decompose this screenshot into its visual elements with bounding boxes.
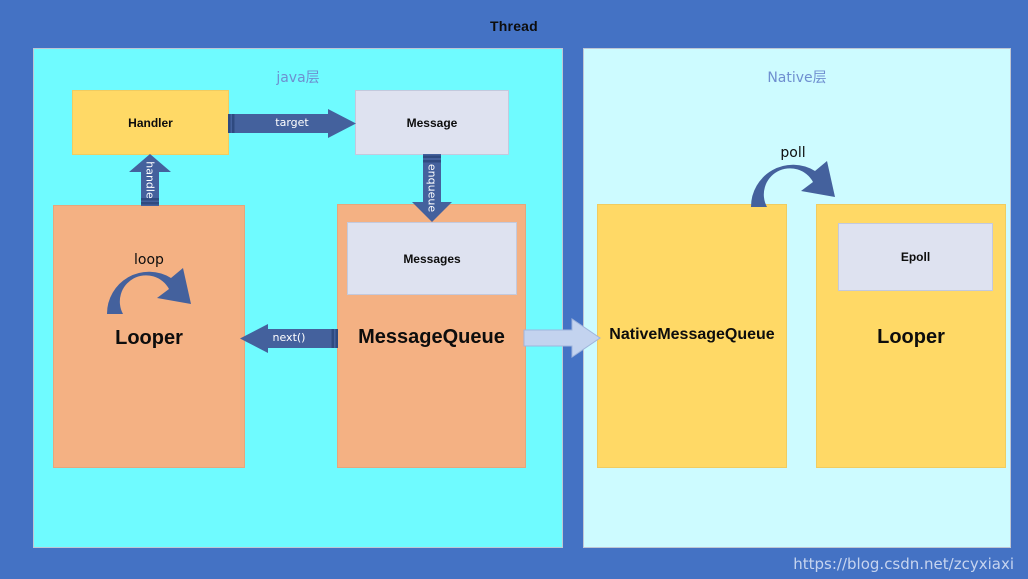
edge-poll-label: poll: [780, 145, 806, 161]
edge-poll-arrow-icon: poll: [745, 145, 841, 207]
node-native-message-queue-label: NativeMessageQueue: [609, 326, 775, 343]
java-layer-label: java层: [276, 70, 320, 86]
node-message[interactable]: Message: [355, 90, 509, 155]
edge-loop-arrow-icon: loop: [99, 252, 199, 314]
node-native-looper-label: Looper: [877, 326, 945, 348]
node-epoll[interactable]: Epoll: [838, 223, 993, 291]
node-looper-label: Looper: [115, 327, 183, 349]
node-messages[interactable]: Messages: [347, 222, 517, 295]
node-native-message-queue[interactable]: NativeMessageQueue: [597, 204, 787, 468]
node-looper[interactable]: Looper: [53, 205, 245, 468]
edge-target-arrow-icon: target: [228, 109, 356, 138]
edge-next-label: next(): [272, 331, 306, 344]
edge-loop-label: loop: [134, 252, 164, 268]
edge-handle-label: handle: [143, 161, 157, 199]
edge-enqueue-arrow-icon: enqueue: [412, 154, 452, 222]
watermark: https://blog.csdn.net/zcyxiaxi: [793, 555, 1014, 573]
edge-next-arrow-icon: next(): [240, 324, 338, 353]
diagram-title: Thread: [490, 18, 538, 34]
node-handler[interactable]: Handler: [72, 90, 229, 155]
edge-bridge-arrow-icon: [523, 318, 601, 358]
node-message-queue-label: MessageQueue: [358, 326, 505, 348]
native-layer-label: Native层: [767, 70, 827, 86]
edge-target-label: target: [275, 116, 309, 129]
edge-enqueue-label: enqueue: [425, 163, 439, 213]
edge-handle-arrow-icon: handle: [129, 154, 171, 206]
